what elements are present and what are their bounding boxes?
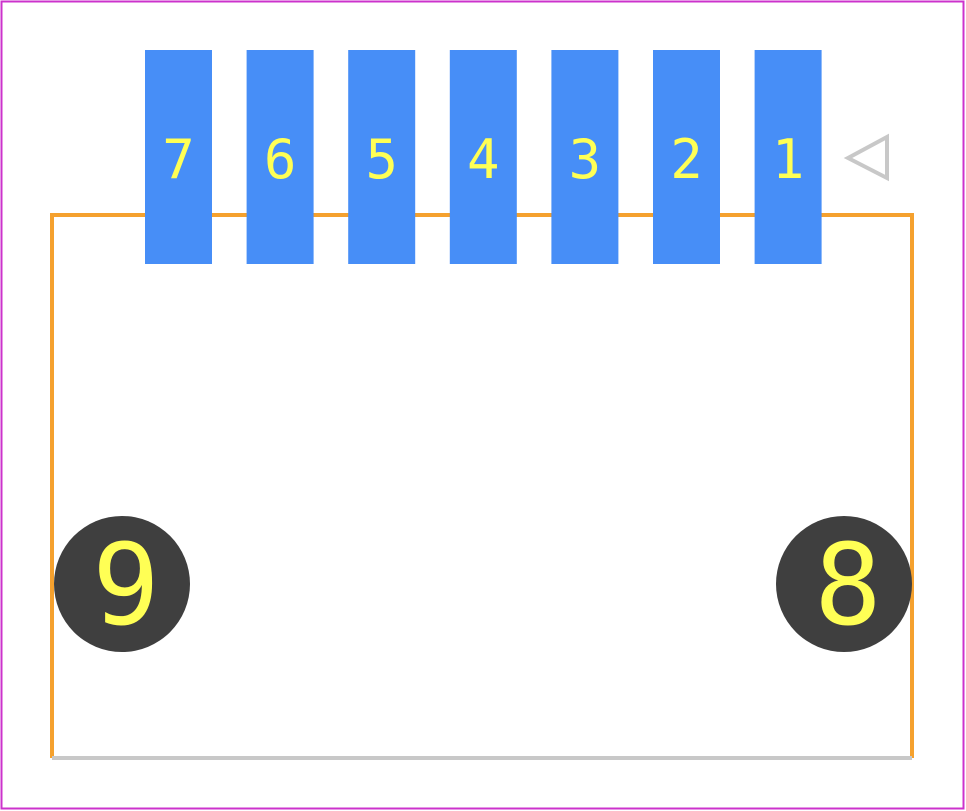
pad-label-1: 1 <box>772 128 805 191</box>
pad-3 <box>551 50 619 264</box>
pad-label-2: 2 <box>670 128 703 191</box>
hole-label-8: 8 <box>814 521 881 651</box>
hole-label-9: 9 <box>92 521 159 651</box>
pad-label-7: 7 <box>162 128 195 191</box>
pad-5 <box>348 50 416 264</box>
pad-4 <box>449 50 517 264</box>
pad-7 <box>145 50 212 264</box>
triangle-left-icon <box>843 133 889 182</box>
pad-6 <box>246 50 314 264</box>
pad-label-4: 4 <box>467 128 500 191</box>
pad-1 <box>754 50 822 264</box>
pad-2 <box>653 50 720 264</box>
hole-9 <box>54 516 190 652</box>
pad-label-6: 6 <box>264 128 297 191</box>
pad-label-3: 3 <box>569 128 602 191</box>
smd-pads: 7 6 5 4 3 2 1 <box>145 50 822 264</box>
pad-label-5: 5 <box>365 128 398 191</box>
hole-8 <box>776 516 912 652</box>
